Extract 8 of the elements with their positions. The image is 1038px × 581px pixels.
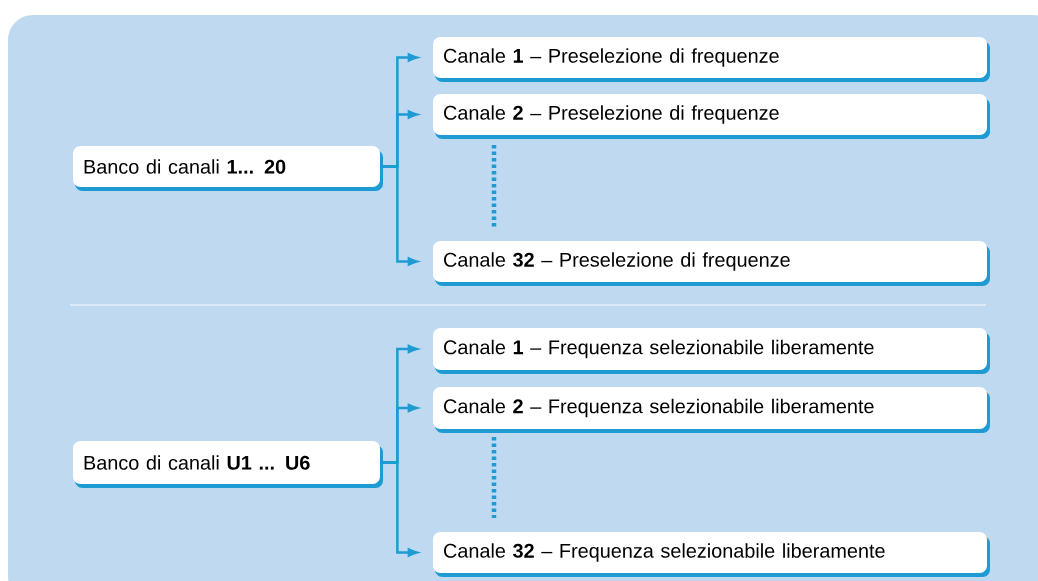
channel-box: Canale 2 – Frequenza selezionabile liberamente [433, 387, 990, 433]
bank-box: Banco di canali U1 ... U6 [73, 441, 383, 488]
channel-box: Canale 32 – Preselezione di frequenze [433, 241, 990, 286]
bank-box: Banco di canali 1... 20 [73, 146, 383, 191]
channel-box: Canale 1 – Frequenza selezionabile liberamente [433, 328, 990, 374]
channel-box: Canale 2 – Preselezione di frequenze [433, 94, 990, 139]
channel-box: Canale 32 – Frequenza selezionabile liberamente [433, 532, 990, 577]
channel-box: Canale 1 – Preselezione di frequenze [433, 37, 990, 82]
